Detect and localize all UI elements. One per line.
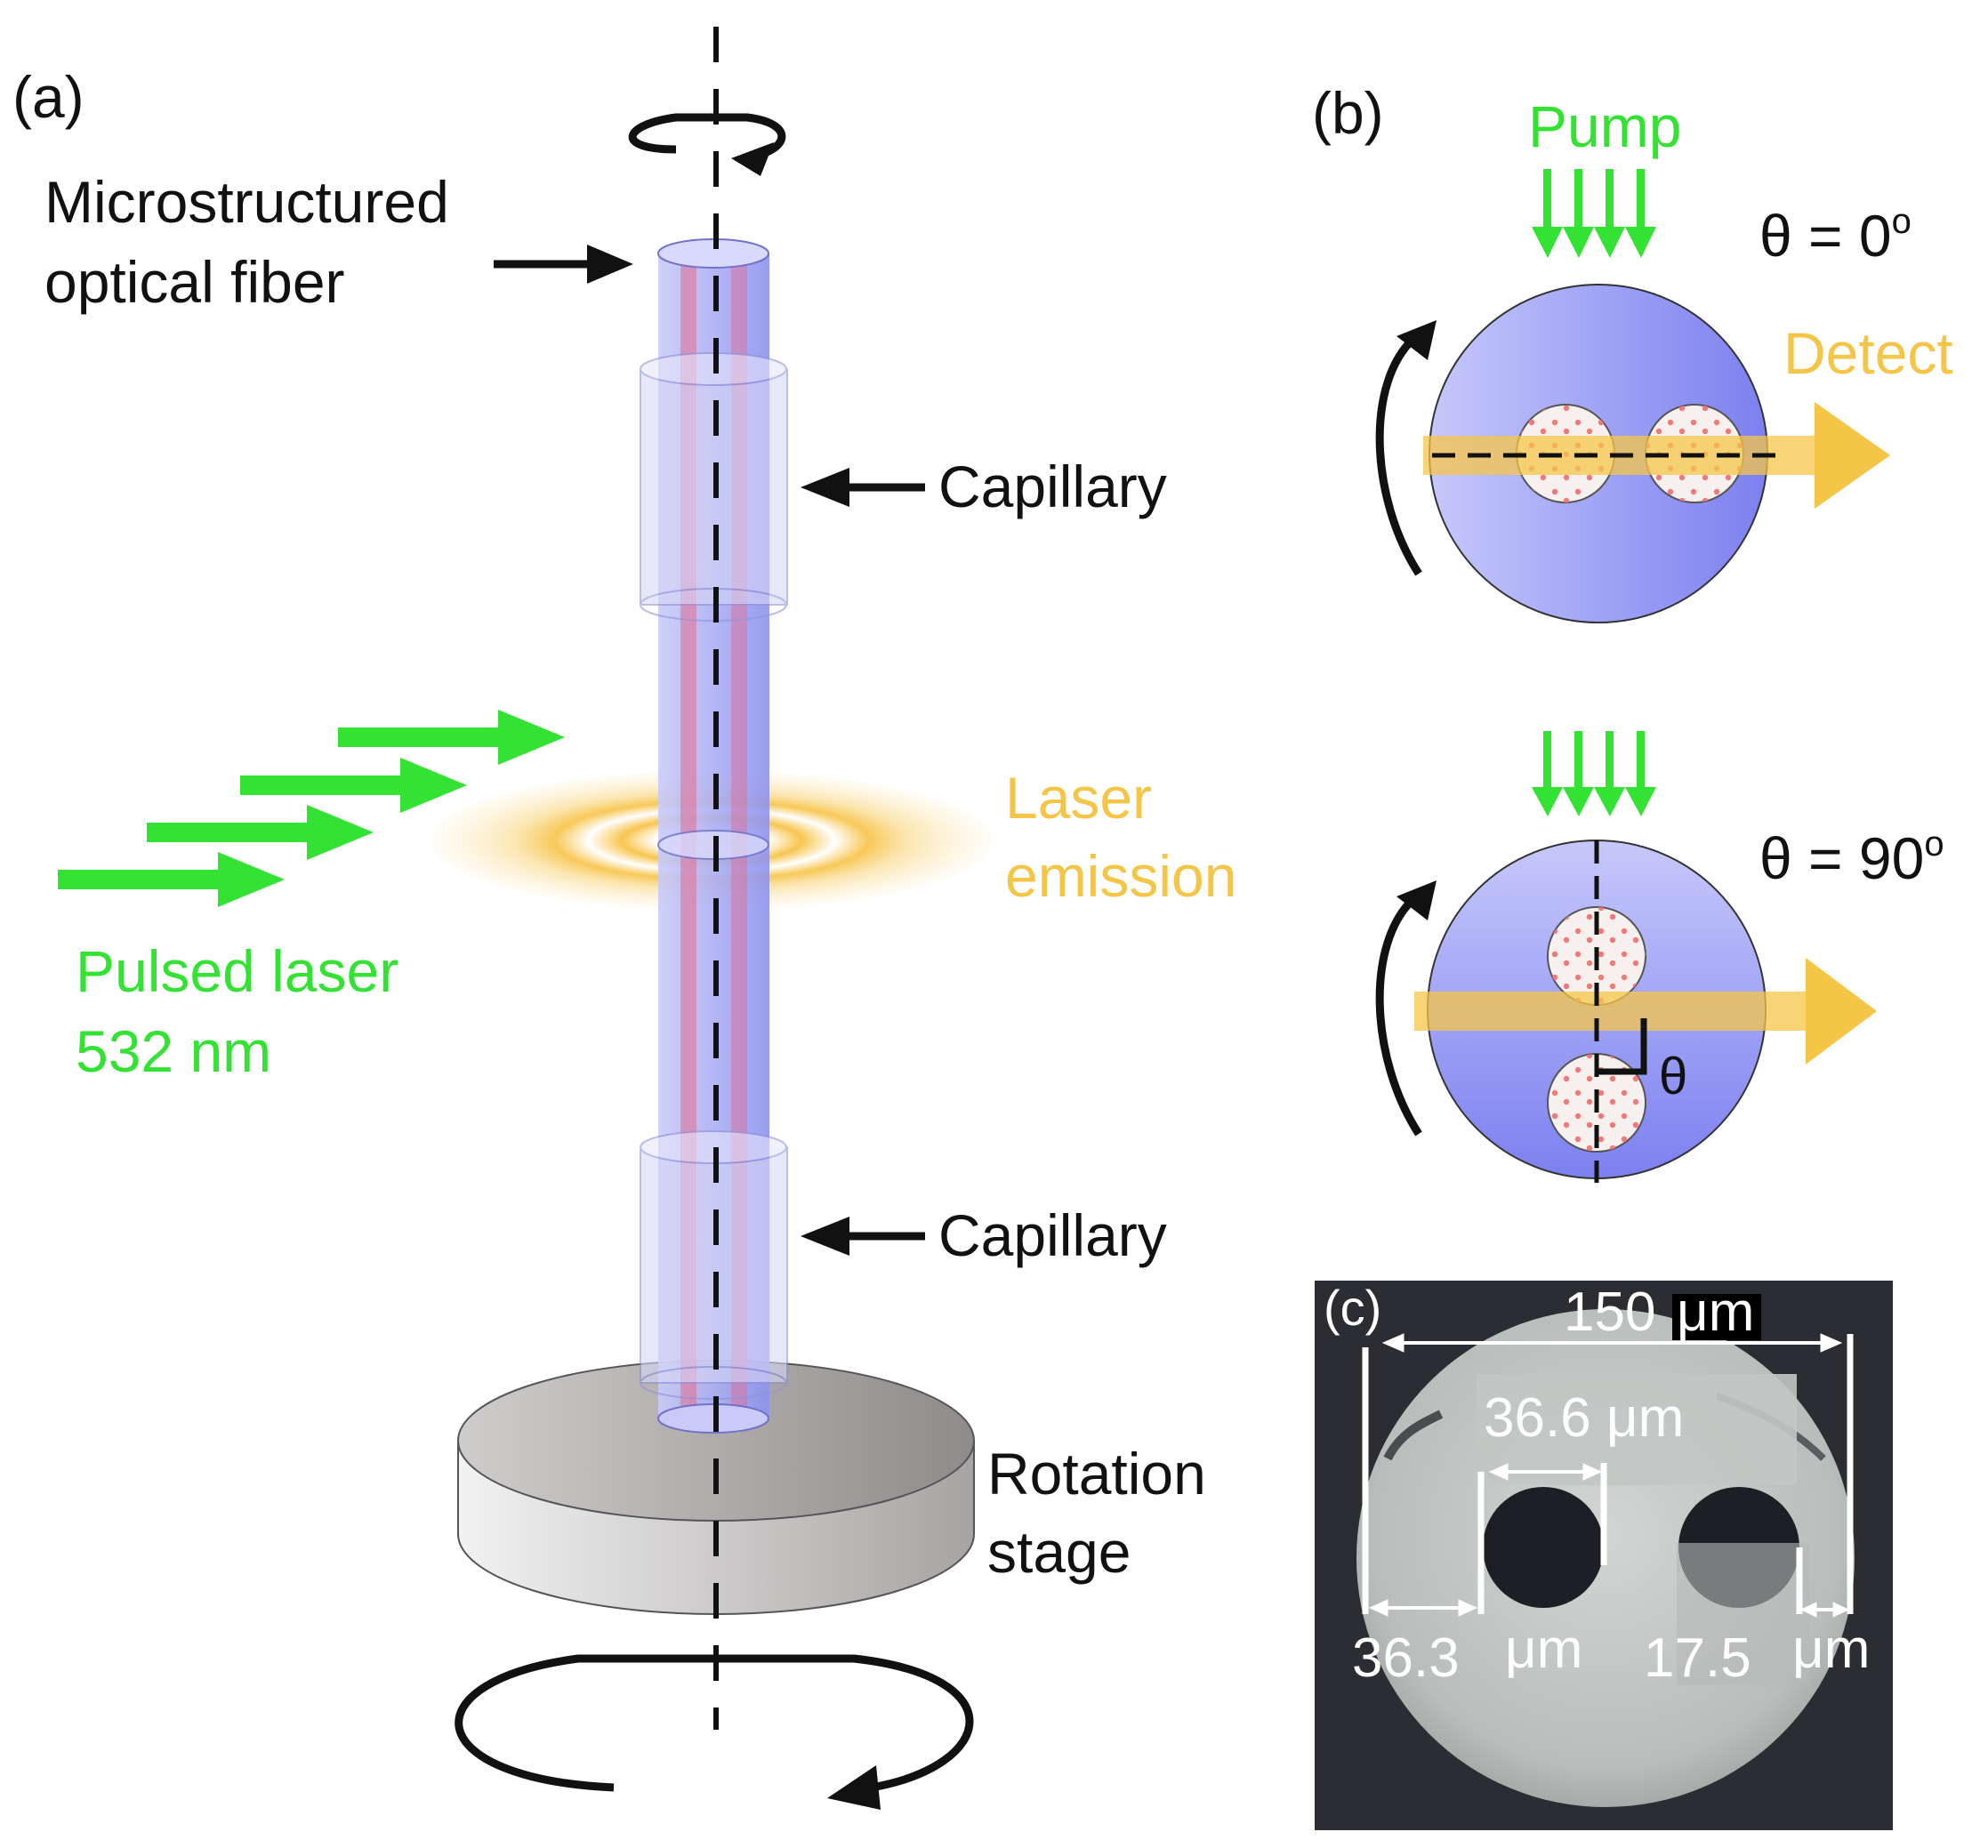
pump-arrows-b-top <box>1532 169 1656 258</box>
label-mask <box>1672 1294 1761 1340</box>
rotation-stage-label-line2: stage <box>987 1519 1131 1585</box>
rotation-arrow-b-top <box>1375 320 1437 576</box>
dim-36-6-line <box>1477 1463 1607 1614</box>
dim-17-5-value: 17.5 <box>1644 1627 1751 1689</box>
dim-36-3-value: 36.3 <box>1352 1627 1460 1689</box>
capillary-top-label: Capillary <box>938 454 1167 519</box>
detect-label: Detect <box>1783 320 1953 386</box>
dim-150-line <box>1362 1333 1854 1614</box>
capillary-top-arrow <box>801 468 925 507</box>
dim-36-6: 36.6 μm <box>1484 1387 1684 1449</box>
rotation-stage-label-line1: Rotation <box>987 1441 1206 1507</box>
bottom-rotation-arrow <box>455 1654 974 1810</box>
fiber-label-line2: optical fiber <box>44 249 345 315</box>
theta-angle-symbol: θ <box>1659 1048 1687 1105</box>
capillary-bottom-label: Capillary <box>938 1202 1167 1268</box>
top-rotation-arrow <box>628 113 786 176</box>
pump-label: Pump <box>1528 93 1681 159</box>
dim-17-5-unit: μm <box>1792 1619 1870 1680</box>
pump-arrows-a <box>58 710 565 907</box>
panel-c-label: (c) <box>1324 1280 1381 1336</box>
dim-36-3-line <box>1368 1599 1478 1617</box>
cross-section-theta-0 <box>1423 284 1890 623</box>
rotation-arrow-b-bottom <box>1375 880 1437 1137</box>
dim-17-5-line <box>1796 1547 1850 1618</box>
cross-section-theta-90 <box>1414 840 1877 1183</box>
fiber-pointer-arrow <box>494 245 633 284</box>
theta-ninety-label: θ = 90o <box>1759 824 1944 891</box>
capillary-bottom-arrow <box>801 1217 925 1256</box>
pulsed-laser-label-line1: Pulsed laser <box>76 938 398 1004</box>
fiber-label-line1: Microstructured <box>44 169 449 235</box>
panel-b-label: (b) <box>1312 80 1384 146</box>
theta-zero-label: θ = 0o <box>1759 202 1912 269</box>
laser-emission-label-line2: emission <box>1005 843 1236 909</box>
dim-150-unit: μm <box>1677 1282 1754 1343</box>
pulsed-laser-label-line2: 532 nm <box>76 1018 271 1084</box>
pump-arrows-b-bottom <box>1532 731 1656 816</box>
dim-36-3-unit: μm <box>1505 1619 1582 1680</box>
dim-150-value: 150 <box>1564 1282 1655 1343</box>
laser-emission-label-line1: Laser <box>1005 765 1152 831</box>
panel-a-label: (a) <box>12 64 85 130</box>
